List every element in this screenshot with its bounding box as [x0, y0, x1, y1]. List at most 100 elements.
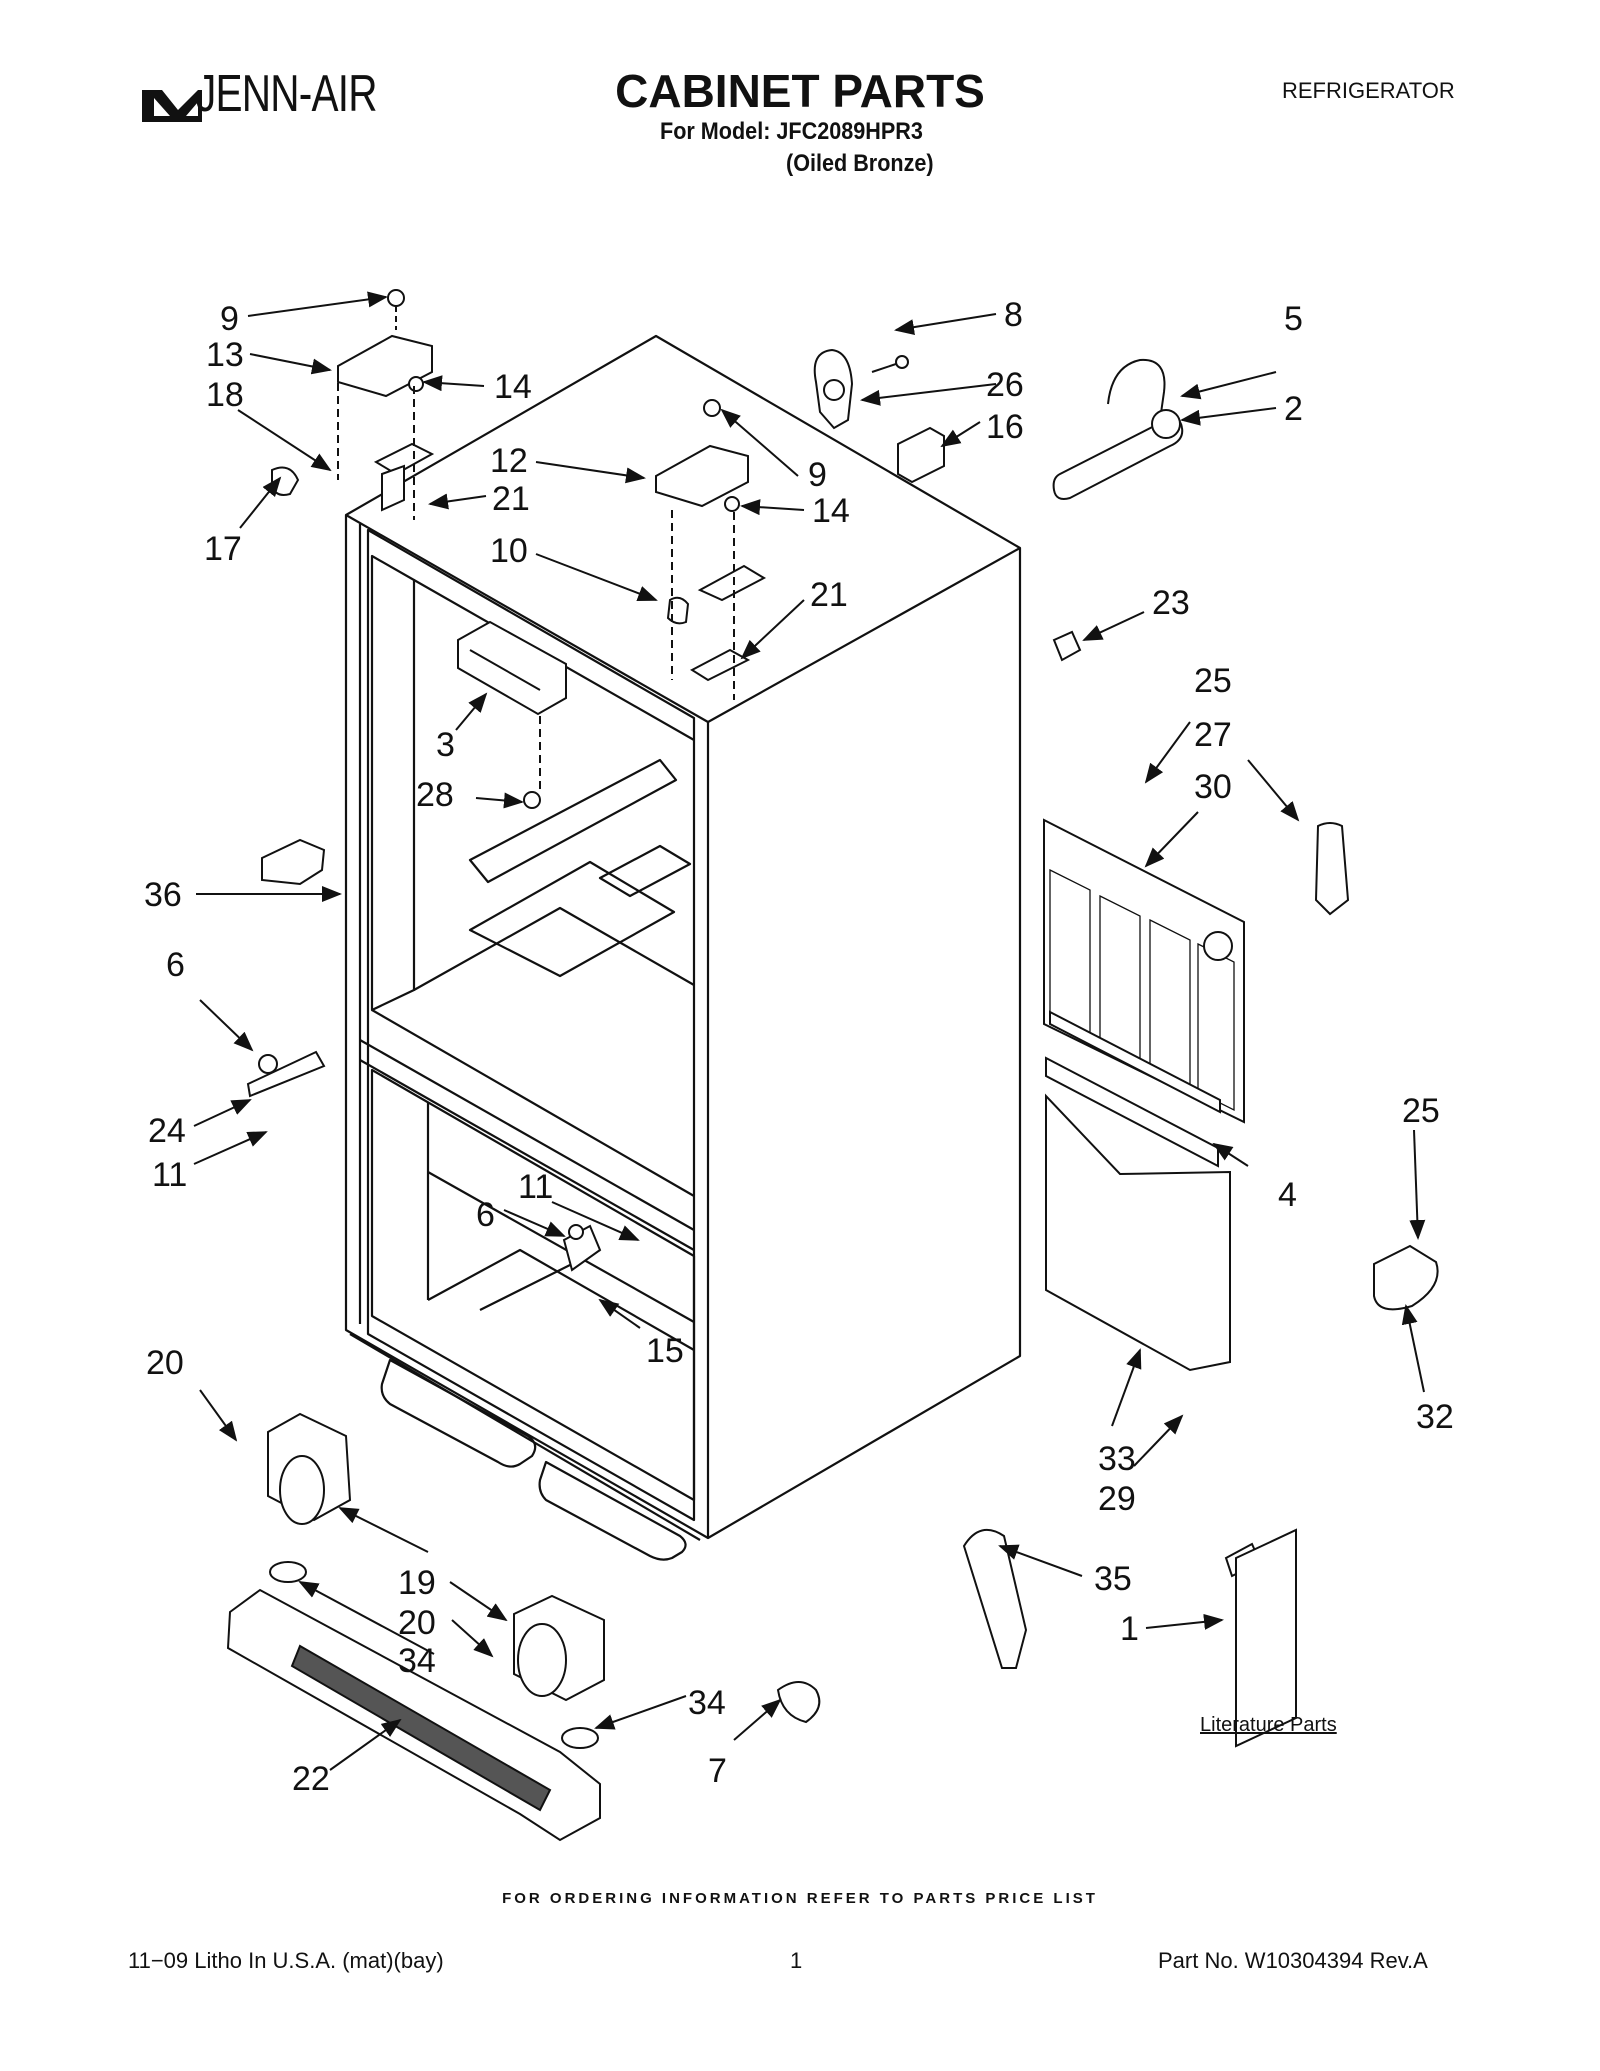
callout-label: 9: [220, 300, 239, 338]
leader-29: [1133, 1414, 1184, 1467]
leader-20a: [199, 1389, 238, 1442]
callout-label: 32: [1416, 1398, 1454, 1436]
brand-logo: [140, 70, 450, 134]
leader-23: [1082, 611, 1145, 641]
ordering-info: FOR ORDERING INFORMATION REFER TO PARTS …: [502, 1890, 1098, 1907]
leader-11a: [193, 1131, 268, 1165]
product-category: REFRIGERATOR: [1282, 78, 1455, 103]
leader-26: [860, 383, 997, 406]
callout-label: 6: [476, 1196, 495, 1234]
leader-1: [1145, 1613, 1224, 1630]
leader-4: [1212, 1142, 1249, 1167]
top-center-hinge: [655, 399, 767, 700]
callout-label: 16: [986, 408, 1024, 446]
callout-label: 25: [1402, 1092, 1440, 1130]
leader-11b: [551, 1201, 640, 1241]
callout-layer: [193, 291, 1426, 1771]
callout-label: 33: [1098, 1440, 1136, 1478]
callout-label: 15: [646, 1332, 684, 1370]
leader-14a: [422, 375, 485, 392]
leader-5: [1180, 371, 1277, 400]
rear-access-panel: [1043, 818, 1350, 1372]
literature-parts-label: Literature Parts: [1200, 1714, 1337, 1736]
callout-label: 10: [490, 532, 528, 570]
switch-bracket: [457, 620, 567, 809]
leader-30: [1144, 811, 1199, 868]
callout-label: 4: [1278, 1176, 1297, 1214]
callout-label: 30: [1194, 768, 1232, 806]
callout-label: 24: [148, 1112, 186, 1150]
callout-label: 26: [986, 366, 1024, 404]
leader-10: [535, 553, 658, 602]
leader-17: [239, 476, 282, 529]
leader-27: [1247, 759, 1300, 822]
leader-35: [998, 1544, 1083, 1577]
callout-label: 20: [398, 1604, 436, 1642]
part-number: Part No. W10304394 Rev.A: [1158, 1948, 1428, 1973]
leader-3: [455, 692, 488, 731]
callout-label: 21: [492, 480, 530, 518]
callout-label: 18: [206, 376, 244, 414]
callout-label: 13: [206, 336, 244, 374]
upper-right-parts: [813, 348, 1184, 662]
callout-label: 14: [494, 368, 532, 406]
leader-24: [193, 1099, 252, 1127]
leader-32: [1401, 1304, 1425, 1393]
callout-label: 1: [1120, 1610, 1139, 1648]
callout-label: 29: [1098, 1480, 1136, 1518]
leader-21a: [428, 493, 487, 510]
callout-label: 23: [1152, 584, 1190, 622]
callout-label: 11: [518, 1168, 553, 1206]
finish-line: (Oiled Bronze): [786, 150, 934, 177]
leader-34b: [594, 1695, 687, 1730]
callout-numbers: 9 13 18 17 14 12 21 10 8 26 16 5 2 9 14 …: [144, 296, 1454, 1798]
leader-18: [237, 409, 332, 472]
callout-label: 2: [1284, 390, 1303, 428]
callout-label: 34: [688, 1684, 726, 1722]
leader-28: [475, 792, 524, 809]
cabinet-body: [344, 334, 1022, 1561]
leader-25a: [1144, 721, 1191, 784]
leader-12: [535, 461, 646, 484]
leader-20b: [451, 1619, 494, 1658]
brand-mark-icon: [142, 90, 202, 122]
callout-label: 34: [398, 1642, 436, 1680]
litho-info: 11−09 Litho In U.S.A. (mat)(bay): [128, 1948, 444, 1973]
callout-label: 12: [490, 442, 528, 480]
page-title: CABINET PARTS: [615, 65, 985, 117]
leader-19a: [338, 1507, 429, 1553]
callout-label: 35: [1094, 1560, 1132, 1598]
callout-label: 19: [398, 1564, 436, 1602]
leader-15: [598, 1298, 641, 1329]
callout-label: 9: [808, 456, 827, 494]
leader-21b: [740, 599, 805, 660]
model-line: For Model: JFC2089HPR3: [660, 118, 923, 145]
callout-label: 21: [810, 576, 848, 614]
callout-label: 22: [292, 1760, 330, 1798]
callout-label: 14: [812, 492, 850, 530]
page-number: 1: [790, 1948, 803, 1973]
callout-label: 36: [144, 876, 182, 914]
callout-label: 6: [166, 946, 185, 984]
callout-label: 3: [436, 726, 455, 764]
leader-19b: [449, 1581, 508, 1622]
leader-14b: [740, 499, 805, 516]
leader-9a: [247, 291, 388, 317]
lower-assemblies: [226, 838, 1439, 1842]
leader-6a: [199, 999, 254, 1052]
brand-name: JENN-AIR: [196, 65, 378, 123]
callout-label: 28: [416, 776, 454, 814]
callout-label: 25: [1194, 662, 1232, 700]
leader-8: [894, 313, 997, 336]
callout-label: 8: [1004, 296, 1023, 334]
callout-label: 20: [146, 1344, 184, 1382]
callout-label: 11: [152, 1156, 187, 1194]
leader-13: [249, 353, 332, 375]
leader-22: [329, 1718, 402, 1771]
leader-6b: [503, 1209, 566, 1237]
leader-9b: [720, 408, 799, 477]
callout-label: 17: [204, 530, 242, 568]
leader-25b: [1409, 1129, 1426, 1240]
callout-label: 5: [1284, 300, 1303, 338]
